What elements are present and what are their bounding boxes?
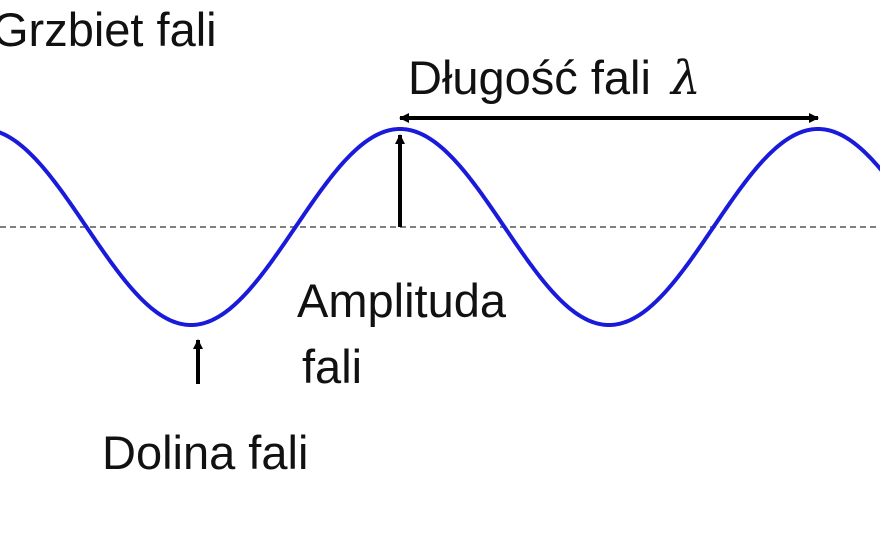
wave-curve [0, 126, 880, 327]
amplitude-label-line2: fali [302, 340, 363, 393]
wavelength-text: Długość fali [408, 51, 651, 104]
lambda-symbol: λ [670, 51, 701, 106]
amplitude-label-line1: Amplituda [297, 274, 506, 327]
trough-label: Dolina fali [102, 426, 309, 479]
crest-label: Grzbiet fali [0, 3, 217, 56]
